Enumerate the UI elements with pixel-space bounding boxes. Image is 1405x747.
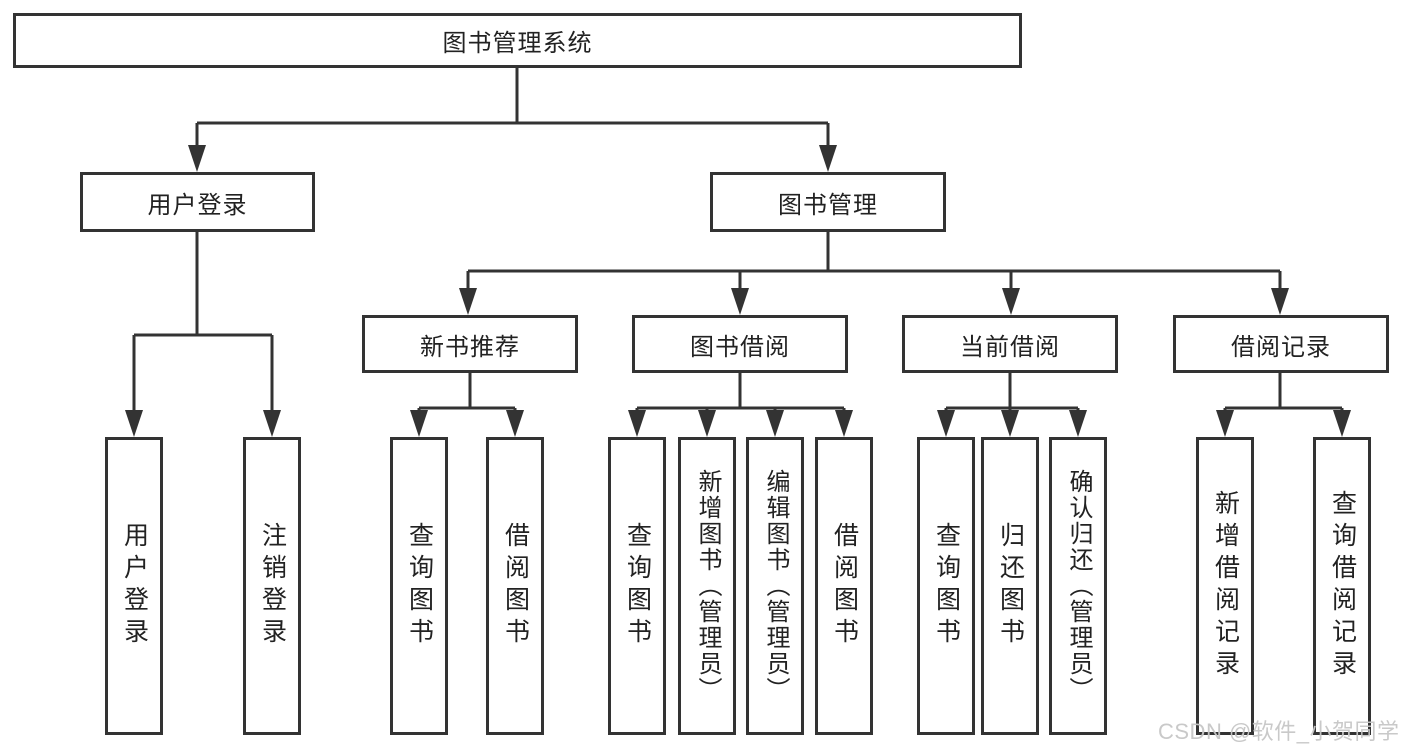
arrowhead [1001,410,1019,437]
node-new-book-recommend: 新书推荐 [362,315,578,373]
node-borrowing-records: 借阅记录 [1173,315,1389,373]
leaf-return-book: 归还图书 [981,437,1039,735]
leaf-query-books-current: 查询图书 [917,437,975,735]
csdn-watermark: CSDN @软件_小贺同学 [1158,719,1400,744]
arrowhead [937,410,955,437]
node-label: 图书管理 [778,191,878,219]
leaf-label: 借阅图书 [830,522,859,650]
leaf-edit-book-admin: 编辑图书（管理员） [746,437,804,735]
connector-borrow-record-branch [1223,372,1344,412]
leaf-label: 新增图书（管理员） [694,469,721,703]
node-label: 图书管理系统 [442,30,593,57]
arrowhead [628,410,646,437]
leaf-label: 用户登录 [120,522,149,650]
node-book-management: 图书管理 [710,172,946,232]
arrowhead [459,288,477,315]
arrowhead [835,410,853,437]
leaf-add-borrow-record: 新增借阅记录 [1196,437,1254,735]
leaf-borrow-books: 借阅图书 [815,437,873,735]
leaf-query-borrow-record: 查询借阅记录 [1313,437,1371,735]
leaf-query-books-borrowing: 查询图书 [608,437,666,735]
leaf-confirm-return-admin: 确认归还（管理员） [1049,437,1107,735]
leaf-borrow-books-recommend: 借阅图书 [486,437,544,735]
leaf-query-books-recommend: 查询图书 [390,437,448,735]
connector-book-borrow-branch [635,372,846,412]
leaf-label: 查询图书 [405,522,434,650]
arrowhead [1216,410,1234,437]
connector-new-book-branch [417,372,517,412]
node-book-borrowing: 图书借阅 [632,315,848,373]
node-current-borrowing: 当前借阅 [902,315,1118,373]
leaf-label: 借阅图书 [501,522,530,650]
leaf-label: 查询图书 [623,522,652,650]
arrowhead [125,410,143,437]
leaf-user-login: 用户登录 [105,437,163,735]
node-label: 新书推荐 [420,333,520,361]
arrowhead [1002,288,1020,315]
leaf-add-book-admin: 新增图书（管理员） [678,437,736,735]
arrowhead [506,410,524,437]
arrowhead [263,410,281,437]
leaf-label: 新增借阅记录 [1211,490,1240,682]
arrowhead [698,410,716,437]
leaf-logout: 注销登录 [243,437,301,735]
arrowhead [819,145,837,172]
arrowhead [766,410,784,437]
arrowhead [1271,288,1289,315]
node-label: 用户登录 [147,191,248,219]
node-label: 借阅记录 [1231,333,1331,361]
node-user-login: 用户登录 [80,172,315,232]
connector-user-login-branch [132,232,274,412]
arrowhead [410,410,428,437]
arrowhead [188,145,206,172]
leaf-label: 确认归还（管理员） [1065,469,1092,703]
leaf-label: 编辑图书（管理员） [762,469,789,703]
connector-book-mgmt-branch [466,232,1282,290]
leaf-label: 归还图书 [996,522,1025,650]
connector-root-to-level2 [195,68,830,148]
leaf-label: 注销登录 [258,522,287,650]
leaf-label: 查询借阅记录 [1328,490,1357,682]
node-label: 图书借阅 [690,333,790,361]
arrowhead [731,288,749,315]
leaf-label: 查询图书 [932,522,961,650]
arrowhead [1333,410,1351,437]
arrowhead [1069,410,1087,437]
node-label: 当前借阅 [960,333,1060,361]
node-library-system: 图书管理系统 [13,13,1022,68]
connector-current-borrow-branch [944,372,1080,412]
